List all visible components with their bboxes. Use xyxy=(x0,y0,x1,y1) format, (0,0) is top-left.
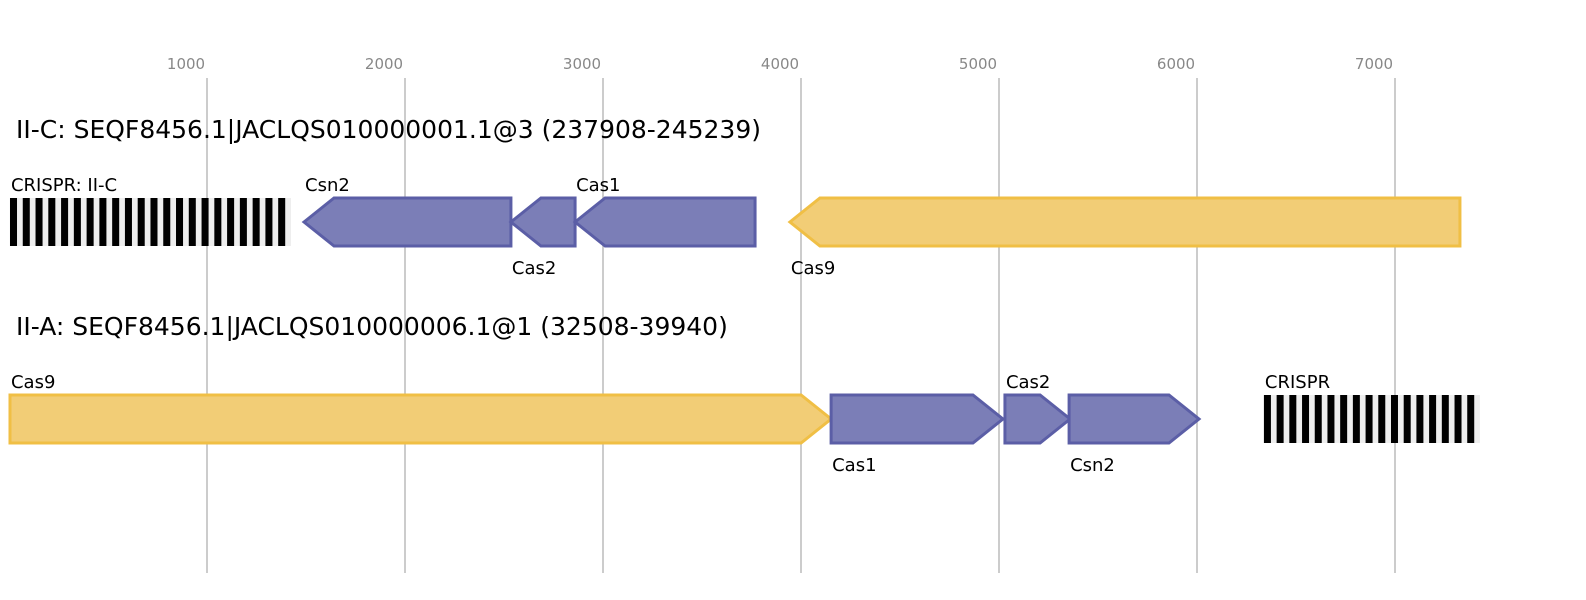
axis-grid: 1000 2000 3000 4000 5000 6000 7000 xyxy=(167,55,1396,573)
right-arrow-icon xyxy=(829,393,1006,445)
crispr-repeat xyxy=(1441,395,1449,443)
crispr-repeat xyxy=(137,198,145,246)
locus-title-1: II-C: SEQF8456.1|JACLQS010000001.1@3 (23… xyxy=(16,115,761,144)
crispr-repeat xyxy=(1429,395,1437,443)
crispr-array[interactable]: CRISPR: II-C xyxy=(9,175,291,246)
gene-label: CRISPR xyxy=(1265,372,1330,393)
tick-label: 7000 xyxy=(1355,55,1393,73)
left-arrow-icon xyxy=(787,196,1462,248)
gene-csn2[interactable]: Csn2 xyxy=(301,175,513,248)
crispr-repeat xyxy=(1390,395,1398,443)
crispr-repeat xyxy=(35,198,43,246)
crispr-repeat xyxy=(1314,395,1322,443)
left-arrow-icon xyxy=(301,196,513,248)
crispr-repeat xyxy=(239,198,247,246)
right-arrow-icon xyxy=(1003,393,1073,445)
gene-cas9[interactable]: Cas9 xyxy=(787,196,1462,279)
crispr-repeat xyxy=(9,198,18,246)
crispr-repeat xyxy=(1340,395,1348,443)
gene-cas2[interactable]: Cas2 xyxy=(1003,372,1073,445)
crispr-repeat xyxy=(22,198,30,246)
right-arrow-icon xyxy=(8,393,834,445)
tick-label: 6000 xyxy=(1157,55,1195,73)
crispr-repeat xyxy=(150,198,158,246)
crispr-repeat xyxy=(265,198,273,246)
crispr-repeat xyxy=(112,198,120,246)
crispr-repeat xyxy=(1403,395,1411,443)
crispr-repeat xyxy=(1378,395,1386,443)
right-arrow-icon xyxy=(1067,393,1202,445)
crispr-repeat xyxy=(1454,395,1462,443)
left-arrow-icon xyxy=(508,196,577,248)
crispr-repeat xyxy=(61,198,69,246)
crispr-repeat xyxy=(214,198,222,246)
gene-cas2[interactable]: Cas2 xyxy=(508,196,577,279)
left-arrow-icon xyxy=(572,196,757,248)
crispr-repeat xyxy=(1289,395,1297,443)
crispr-repeat xyxy=(176,198,184,246)
crispr-repeat xyxy=(1302,395,1310,443)
gene-label: Cas2 xyxy=(512,258,556,279)
crispr-repeat xyxy=(1276,395,1284,443)
crispr-repeat xyxy=(1327,395,1335,443)
crispr-repeat xyxy=(188,198,196,246)
gene-label: Csn2 xyxy=(305,175,350,196)
gene-label: Cas2 xyxy=(1006,372,1050,393)
crispr-repeat xyxy=(252,198,260,246)
gene-cas1[interactable]: Cas1 xyxy=(829,393,1006,476)
crispr-repeat xyxy=(124,198,132,246)
gene-label: Cas9 xyxy=(11,372,55,393)
crispr-repeat xyxy=(1365,395,1373,443)
locus-title-2: II-A: SEQF8456.1|JACLQS010000006.1@1 (32… xyxy=(16,312,728,341)
crispr-repeat xyxy=(1352,395,1360,443)
gene-label: Cas1 xyxy=(576,175,620,196)
tick-label: 1000 xyxy=(167,55,205,73)
gene-label: CRISPR: II-C xyxy=(11,175,117,196)
tick-label: 2000 xyxy=(365,55,403,73)
gene-cas1[interactable]: Cas1 xyxy=(572,175,757,248)
gene-csn2[interactable]: Csn2 xyxy=(1067,393,1202,476)
tick-label: 3000 xyxy=(563,55,601,73)
crispr-repeat xyxy=(1416,395,1424,443)
tick-label: 5000 xyxy=(959,55,997,73)
gene-label: Cas1 xyxy=(832,455,876,476)
crispr-repeat xyxy=(227,198,235,246)
crispr-repeat xyxy=(278,198,286,246)
crispr-array[interactable]: CRISPR xyxy=(1263,372,1480,443)
gene-label: Cas9 xyxy=(791,258,835,279)
crispr-repeat xyxy=(99,198,107,246)
crispr-repeat xyxy=(201,198,209,246)
crispr-repeat xyxy=(1467,395,1475,443)
crispr-repeat xyxy=(86,198,94,246)
crispr-repeat xyxy=(48,198,56,246)
crispr-repeat xyxy=(73,198,81,246)
gene-label: Csn2 xyxy=(1070,455,1115,476)
gene-cas9[interactable]: Cas9 xyxy=(8,372,834,445)
crispr-repeat xyxy=(163,198,171,246)
crispr-repeat xyxy=(1263,395,1271,443)
tick-label: 4000 xyxy=(761,55,799,73)
